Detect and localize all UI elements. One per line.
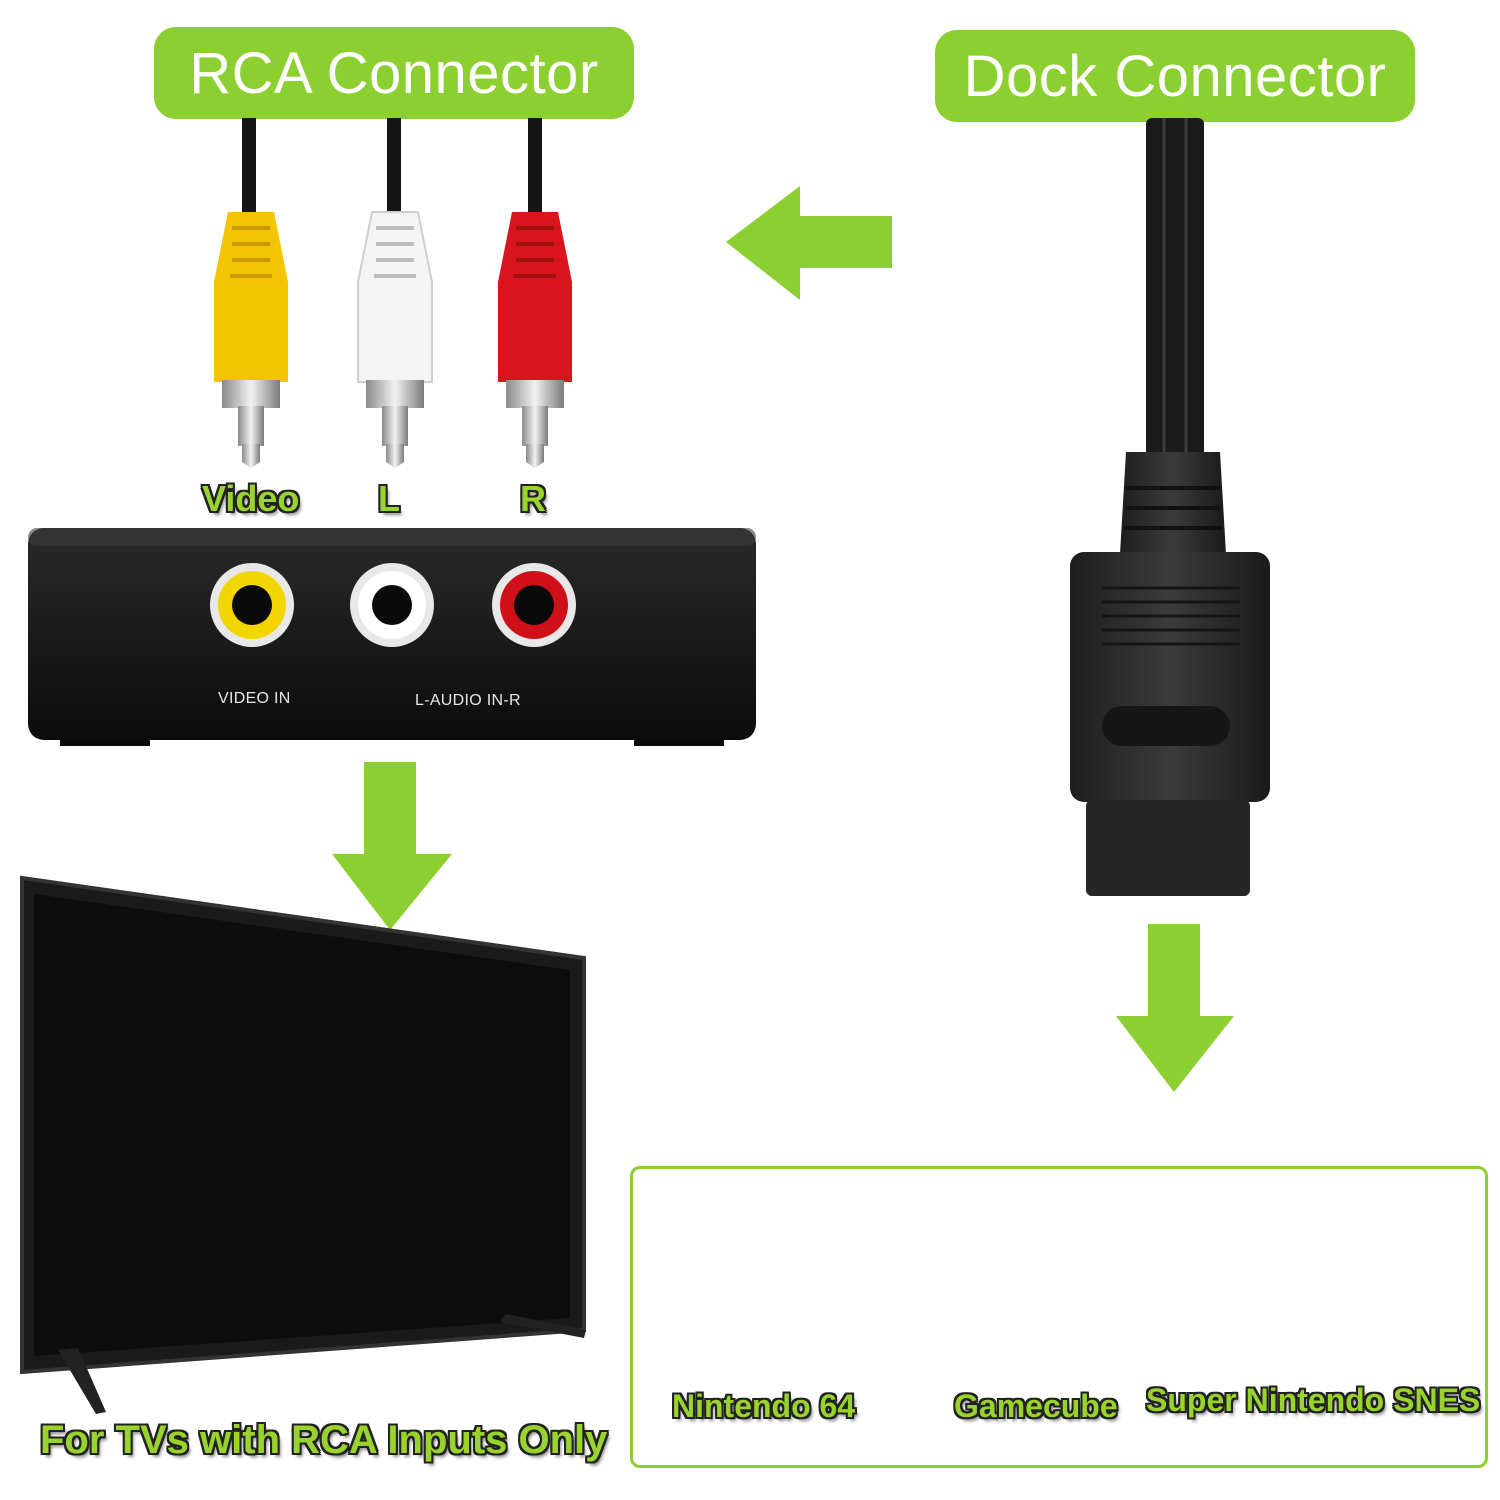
console-label-gamecube: Gamecube <box>954 1388 1118 1424</box>
rca-connector-header: RCA Connector <box>154 27 634 119</box>
video-in-port-label: VIDEO IN <box>218 690 291 707</box>
console-label-snes: Super Nintendo SNES <box>1146 1382 1481 1418</box>
dock-connector-plug <box>1070 452 1270 896</box>
audio-in-port-label: L-AUDIO IN-R <box>415 692 521 709</box>
arrow-down-consoles-icon <box>1116 924 1234 1092</box>
right-audio-plug-label: R <box>520 478 546 519</box>
console-label-n64: Nintendo 64 <box>672 1388 856 1424</box>
yellow-video-plug <box>214 212 288 468</box>
arrow-left-icon <box>726 186 892 300</box>
dock-cable <box>1146 118 1204 458</box>
white-audio-left-plug <box>357 211 433 468</box>
arrow-down-tv-icon <box>332 762 452 930</box>
rca-input-box <box>28 528 756 746</box>
red-audio-right-plug <box>498 212 572 468</box>
television <box>20 875 586 1414</box>
compatible-consoles-panel <box>630 1166 1488 1468</box>
video-plug-label: Video <box>202 478 300 519</box>
dock-connector-header: Dock Connector <box>935 30 1415 122</box>
tv-caption: For TVs with RCA Inputs Only <box>40 1418 608 1462</box>
rca-cables <box>242 118 542 218</box>
left-audio-plug-label: L <box>378 478 400 519</box>
